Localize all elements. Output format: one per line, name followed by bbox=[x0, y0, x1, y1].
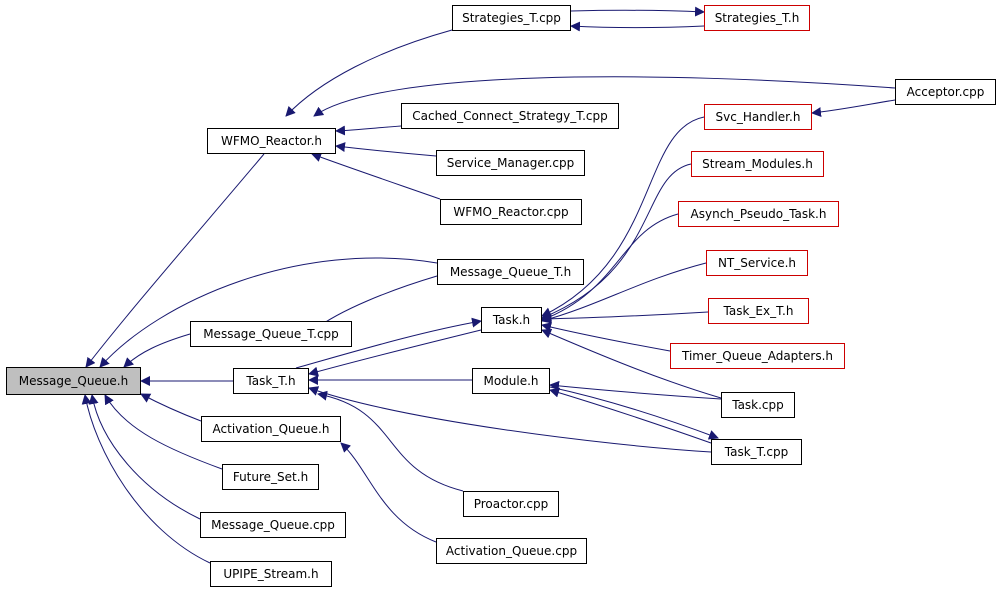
edge-task-t-h-to-task-h bbox=[295, 317, 482, 369]
edge-task-cpp-to-task-h bbox=[541, 328, 722, 399]
edge-task-ex-t-h-to-task-h bbox=[541, 311, 709, 324]
node-cached-connect-strategy-t-cpp[interactable]: Cached_Connect_Strategy_T.cpp bbox=[401, 103, 619, 129]
edge-nt-service-h-to-task-h bbox=[541, 262, 707, 324]
node-activation-queue-h[interactable]: Activation_Queue.h bbox=[201, 416, 341, 442]
edge-service-manager-cpp-to-wfmo-reactor-h bbox=[335, 142, 437, 157]
node-svc-handler-h[interactable]: Svc_Handler.h bbox=[704, 104, 812, 130]
node-asynch-pseudo-task-h[interactable]: Asynch_Pseudo_Task.h bbox=[678, 201, 839, 227]
edge-task-t-cpp-to-task-t-h bbox=[308, 386, 712, 453]
edge-activation-queue-h-to-message-queue-h bbox=[140, 393, 202, 422]
edge-acceptor-cpp-to-wfmo-reactor-h bbox=[313, 76, 896, 117]
node-message-queue-t-cpp[interactable]: Message_Queue_T.cpp bbox=[190, 321, 352, 347]
node-upipe-stream-h[interactable]: UPIPE_Stream.h bbox=[210, 561, 332, 587]
node-timer-queue-adapters-h[interactable]: Timer_Queue_Adapters.h bbox=[670, 343, 845, 369]
edge-future-set-h-to-message-queue-h bbox=[104, 394, 223, 470]
edge-task-cpp-to-module-h bbox=[549, 380, 722, 400]
edge-proactor-cpp-to-task-t-h bbox=[317, 390, 464, 492]
node-module-h[interactable]: Module.h bbox=[472, 368, 550, 394]
node-message-queue-t-h[interactable]: Message_Queue_T.h bbox=[437, 259, 584, 285]
edge-task-h-to-task-t-h bbox=[308, 329, 482, 377]
edge-upipe-stream-h-to-message-queue-h bbox=[81, 394, 211, 564]
node-task-h[interactable]: Task.h bbox=[481, 307, 542, 333]
edge-message-queue-t-cpp-to-message-queue-h bbox=[123, 333, 191, 368]
node-wfmo-reactor-cpp[interactable]: WFMO_Reactor.cpp bbox=[440, 199, 582, 225]
edge-acceptor-cpp-to-svc-handler-h bbox=[811, 99, 896, 118]
node-task-cpp[interactable]: Task.cpp bbox=[721, 392, 795, 418]
edge-strategies-t-cpp-to-strategies-t-h bbox=[570, 6, 705, 17]
node-message-queue-cpp[interactable]: Message_Queue.cpp bbox=[200, 512, 346, 538]
node-task-t-h[interactable]: Task_T.h bbox=[233, 368, 309, 394]
edge-asynch-pseudo-task-h-to-task-h bbox=[541, 213, 679, 322]
node-proactor-cpp[interactable]: Proactor.cpp bbox=[463, 491, 559, 517]
edge-svc-handler-h-to-task-h bbox=[541, 116, 705, 317]
node-task-ex-t-h[interactable]: Task_Ex_T.h bbox=[708, 298, 809, 324]
node-strategies-t-h[interactable]: Strategies_T.h bbox=[704, 5, 810, 31]
edge-timer-queue-adapters-h-to-task-h bbox=[541, 322, 671, 352]
dependency-edges bbox=[81, 6, 896, 564]
edge-message-queue-cpp-to-message-queue-h bbox=[88, 394, 201, 520]
node-message-queue-h: Message_Queue.h bbox=[6, 367, 141, 395]
node-stream-modules-h[interactable]: Stream_Modules.h bbox=[691, 151, 824, 177]
edge-cached-connect-to-wfmo-reactor-h bbox=[335, 125, 402, 136]
node-task-t-cpp[interactable]: Task_T.cpp bbox=[711, 439, 802, 465]
edge-activation-queue-cpp-to-activation-queue-h bbox=[340, 442, 437, 543]
edge-task-t-cpp-to-module-h bbox=[549, 387, 712, 444]
node-wfmo-reactor-h[interactable]: WFMO_Reactor.h bbox=[207, 128, 336, 154]
edge-strategies-t-cpp-to-wfmo-reactor-h bbox=[285, 29, 453, 117]
edge-strategies-t-h-to-strategies-t-cpp bbox=[570, 21, 705, 32]
edge-wfmo-reactor-cpp-to-wfmo-reactor-h bbox=[311, 152, 441, 200]
edge-wfmo-reactor-h-to-message-queue-h bbox=[85, 153, 265, 368]
node-strategies-t-cpp[interactable]: Strategies_T.cpp bbox=[452, 5, 571, 31]
node-nt-service-h[interactable]: NT_Service.h bbox=[706, 250, 808, 276]
node-service-manager-cpp[interactable]: Service_Manager.cpp bbox=[436, 150, 585, 176]
node-future-set-h[interactable]: Future_Set.h bbox=[222, 464, 319, 490]
edge-module-h-to-task-t-cpp bbox=[549, 386, 719, 440]
edge-stream-modules-h-to-task-h bbox=[541, 163, 692, 320]
node-activation-queue-cpp[interactable]: Activation_Queue.cpp bbox=[436, 538, 587, 564]
edge-message-queue-t-h-to-message-queue-h bbox=[99, 257, 438, 368]
node-acceptor-cpp[interactable]: Acceptor.cpp bbox=[895, 79, 996, 105]
